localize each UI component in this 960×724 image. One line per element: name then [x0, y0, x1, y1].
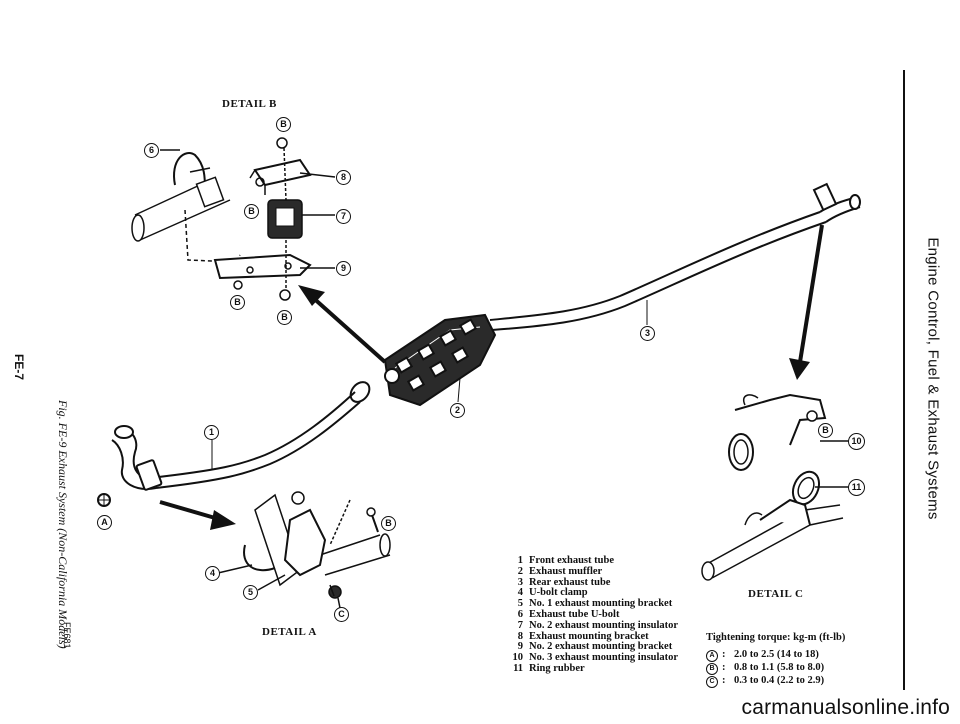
callout-torque-b-lower-left: B [230, 295, 245, 310]
figure-caption: Fig. FE-9 Exhaust System (Non-California… [56, 400, 70, 649]
callout-leaders [211, 300, 648, 470]
torque-title: Tightening torque: kg-m (ft-lb) [706, 632, 846, 643]
watermark: carmanualsonline.info [741, 696, 950, 719]
callout-torque-b-top: B [276, 117, 291, 132]
torque-symbol-a: A [706, 650, 718, 662]
callout-11: 11 [848, 479, 865, 496]
front-exhaust-tube [149, 381, 371, 489]
detail-a-title: DETAIL A [262, 626, 317, 638]
detail-b-arrow [298, 285, 387, 364]
section-title: Engine Control, Fuel & Exhaust Systems [924, 237, 942, 520]
callout-10: 10 [848, 433, 865, 450]
detail-c-arrow [789, 224, 824, 380]
callout-torque-b-lower: B [277, 310, 292, 325]
rear-exhaust-tube [489, 182, 861, 331]
callout-torque-b-left: B [244, 204, 259, 219]
callout-6: 6 [144, 143, 159, 158]
torque-row: B :0.8 to 1.1 (5.8 to 8.0) [706, 662, 845, 675]
callout-9: 9 [336, 261, 351, 276]
figure-code: FE681 [62, 622, 72, 649]
callout-torque-a-front: A [97, 515, 112, 530]
callout-5: 5 [243, 585, 258, 600]
exhaust-muffler [383, 313, 497, 407]
torque-row: C :0.3 to 0.4 (2.2 to 2.9) [706, 675, 845, 688]
detail-a-drawing [217, 491, 391, 609]
detail-a-arrow [159, 500, 236, 530]
detail-b-drawing [131, 137, 336, 301]
callout-torque-b-detail-c: B [818, 423, 833, 438]
callout-1: 1 [204, 425, 219, 440]
torque-row: A :2.0 to 2.5 (14 to 18) [706, 649, 845, 662]
callout-8: 8 [336, 170, 351, 185]
callout-2: 2 [450, 403, 465, 418]
detail-c-title: DETAIL C [748, 588, 804, 600]
detail-b-title: DETAIL B [222, 98, 277, 110]
callout-torque-b-detail-a: B [381, 516, 396, 531]
callout-7: 7 [336, 209, 351, 224]
torque-spec: Tightening torque: kg-m (ft-lb) A :2.0 t… [706, 632, 845, 688]
callout-3: 3 [640, 326, 655, 341]
callout-torque-c-detail-a: C [334, 607, 349, 622]
torque-symbol-c: C [706, 676, 718, 688]
detail-c-drawing [701, 393, 848, 581]
callout-4: 4 [205, 566, 220, 581]
torque-symbol-b: B [706, 663, 718, 675]
front-tube-flange [97, 425, 163, 507]
page-number: FE-7 [12, 353, 27, 381]
